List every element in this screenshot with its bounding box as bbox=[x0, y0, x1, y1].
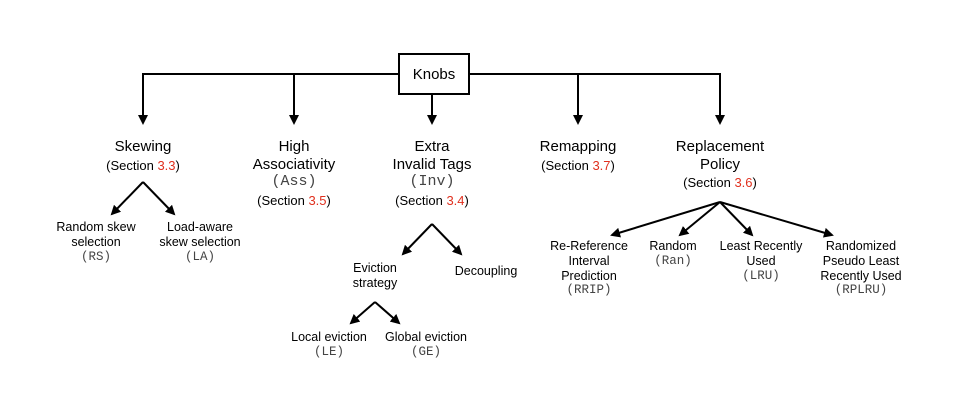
ran-node: Random (Ran) bbox=[649, 239, 696, 269]
remap-section-number: 3.7 bbox=[592, 157, 611, 173]
edge-inv-decoupling bbox=[431, 223, 463, 256]
decoupling-label: Decoupling bbox=[454, 264, 518, 278]
assoc-code: (Ass) bbox=[271, 173, 317, 191]
lru-code: (LRU) bbox=[742, 268, 780, 283]
assoc-section: (Section 3.5) bbox=[253, 193, 336, 208]
skewing-section: (Section 3.3) bbox=[106, 158, 180, 173]
repl-node: Replacement Policy (Section 3.6) bbox=[676, 138, 764, 191]
lru-line2: Used bbox=[746, 253, 776, 268]
repl-section-suffix: ) bbox=[752, 175, 757, 191]
root-label: Knobs bbox=[412, 65, 456, 83]
eviction-line1: Eviction bbox=[353, 261, 397, 275]
assoc-section-prefix: (Section bbox=[257, 193, 309, 209]
edge-repl-rplru bbox=[719, 201, 834, 238]
remap-section-suffix: ) bbox=[610, 157, 615, 173]
remap-section-prefix: (Section bbox=[541, 157, 593, 173]
ran-line1: Random bbox=[649, 239, 697, 253]
ge-node: Global eviction (GE) bbox=[385, 330, 467, 360]
skewing-section-number: 3.3 bbox=[157, 157, 176, 173]
rplru-code: (RPLRU) bbox=[834, 283, 888, 298]
le-line1: Local eviction bbox=[291, 330, 367, 344]
rrip-line2: Interval bbox=[568, 253, 610, 268]
ge-code: (GE) bbox=[410, 344, 441, 359]
remap-title: Remapping bbox=[539, 138, 617, 155]
le-code: (LE) bbox=[313, 344, 344, 359]
assoc-section-number: 3.5 bbox=[308, 193, 327, 209]
edge-skew-rs bbox=[110, 181, 144, 216]
edge-skew-la bbox=[142, 181, 176, 216]
rrip-line1: Re-Reference bbox=[550, 239, 628, 253]
repl-section-number: 3.6 bbox=[734, 175, 753, 191]
inv-section-number: 3.4 bbox=[446, 193, 465, 209]
inv-node: Extra Invalid Tags (Inv) (Section 3.4) bbox=[393, 138, 472, 208]
inv-section: (Section 3.4) bbox=[393, 193, 472, 208]
assoc-node: High Associativity (Ass) (Section 3.5) bbox=[253, 138, 336, 208]
rplru-line2: Pseudo Least bbox=[822, 253, 900, 268]
repl-line2: Policy bbox=[699, 155, 741, 173]
inv-line2: Invalid Tags bbox=[392, 155, 472, 173]
repl-line1: Replacement bbox=[675, 138, 765, 155]
inv-section-suffix: ) bbox=[464, 193, 469, 209]
skewing-node: Skewing (Section 3.3) bbox=[106, 138, 180, 173]
repl-section-prefix: (Section bbox=[683, 175, 735, 191]
root-bar-left bbox=[138, 73, 398, 125]
assoc-line2: Associativity bbox=[252, 155, 336, 173]
eviction-line2: strategy bbox=[352, 275, 398, 290]
skewing-section-prefix: (Section bbox=[106, 157, 158, 173]
edge-eviction-ge bbox=[374, 301, 401, 325]
edge-repl-ran bbox=[678, 201, 721, 237]
eviction-node: Eviction strategy bbox=[353, 261, 397, 291]
rplru-line3: Recently Used bbox=[820, 268, 902, 283]
inv-section-prefix: (Section bbox=[395, 193, 447, 209]
remap-section: (Section 3.7) bbox=[540, 158, 617, 173]
rs-line1: Random skew bbox=[56, 220, 136, 234]
rrip-line3: Prediction bbox=[561, 268, 617, 283]
remap-node: Remapping (Section 3.7) bbox=[540, 138, 617, 173]
rs-line2: selection bbox=[71, 234, 121, 249]
rplru-line1: Randomized bbox=[825, 239, 897, 253]
rrip-code: (RRIP) bbox=[566, 283, 612, 298]
skewing-title: Skewing bbox=[114, 138, 172, 155]
inv-line1: Extra bbox=[414, 138, 450, 155]
la-code: (LA) bbox=[184, 249, 216, 264]
inv-code: (Inv) bbox=[409, 173, 455, 191]
edge-repl-lru bbox=[719, 201, 754, 237]
assoc-section-suffix: ) bbox=[326, 193, 331, 209]
edge-inv-eviction bbox=[401, 223, 433, 256]
edge-eviction-le bbox=[349, 301, 376, 325]
ran-code: (Ran) bbox=[654, 253, 692, 268]
la-line2: skew selection bbox=[159, 234, 241, 249]
assoc-line1: High bbox=[278, 138, 310, 155]
skewing-section-suffix: ) bbox=[175, 157, 180, 173]
la-line1: Load-aware bbox=[166, 220, 234, 234]
edge-repl-rrip bbox=[610, 201, 721, 238]
root-bar-right bbox=[470, 73, 725, 125]
rplru-node: Randomized Pseudo Least Recently Used (R… bbox=[820, 239, 901, 298]
ge-line1: Global eviction bbox=[385, 330, 467, 344]
lru-line1: Least Recently bbox=[719, 239, 803, 253]
lru-node: Least Recently Used (LRU) bbox=[720, 239, 803, 283]
rs-node: Random skew selection (RS) bbox=[56, 220, 135, 264]
rrip-node: Re-Reference Interval Prediction (RRIP) bbox=[550, 239, 628, 298]
root-node: Knobs bbox=[398, 53, 470, 95]
le-node: Local eviction (LE) bbox=[291, 330, 367, 360]
rs-code: (RS) bbox=[80, 249, 112, 264]
la-node: Load-aware skew selection (LA) bbox=[159, 220, 240, 264]
decoupling-node: Decoupling bbox=[455, 264, 518, 279]
repl-section: (Section 3.6) bbox=[676, 175, 764, 190]
